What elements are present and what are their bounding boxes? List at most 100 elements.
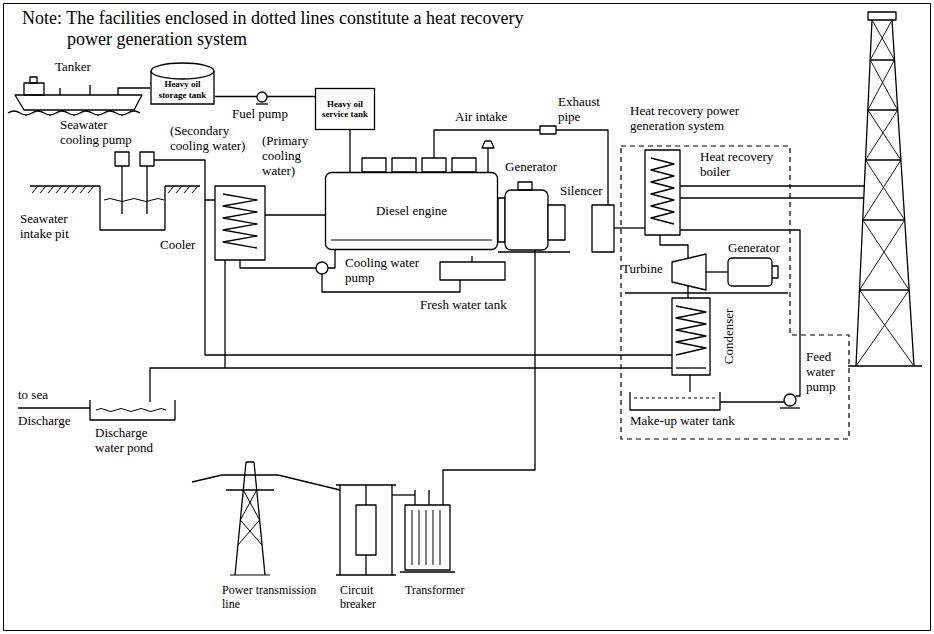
silencer-symbol — [614, 227, 645, 228]
pipe-connector — [349, 130, 350, 172]
heat-recovery-boiler-symbol — [645, 150, 864, 235]
part-label: (Primary cooling water) — [262, 134, 322, 179]
tanker-ship — [8, 77, 142, 115]
engine-heads — [362, 158, 386, 172]
fuel-pump-symbol — [256, 103, 268, 104]
silencer-symbol — [592, 205, 614, 252]
fresh-water-tank-symbol — [440, 262, 505, 280]
silencer-symbol — [592, 205, 645, 252]
node-text-box: Heavy oil storage tank — [154, 79, 211, 100]
discharge-water-pond — [90, 400, 175, 420]
air-intake — [482, 141, 494, 172]
stack-tower — [848, 60, 922, 366]
tanker-ship — [30, 77, 37, 83]
transformer-symbol — [400, 571, 455, 572]
plant-illustration — [4, 4, 931, 631]
part-label: Heat recovery boiler — [700, 150, 785, 180]
engine-body: Diesel engine — [325, 172, 498, 250]
fresh-water-tank-symbol — [471, 256, 472, 262]
part-label: Turbine — [622, 262, 670, 277]
generator-symbol — [498, 182, 570, 252]
part-label: Generator — [728, 241, 790, 256]
stack-tower — [848, 12, 922, 366]
seawater-pumps — [115, 152, 154, 214]
generator-symbol — [498, 251, 570, 252]
part-label: Make-up water tank — [630, 414, 760, 429]
heat-recovery-boiler-symbol — [645, 150, 680, 235]
part-label: Fresh water tank — [420, 298, 520, 313]
condenser-symbol — [672, 298, 710, 392]
tank-outline — [151, 63, 214, 104]
node-text-box: Diesel engine — [333, 204, 490, 219]
note-text: Note: The facilities enclosed in dotted … — [22, 8, 552, 49]
part-label: Air intake — [455, 110, 525, 125]
tanker-ship — [60, 85, 90, 95]
part-label: Seawater cooling pump — [60, 118, 142, 148]
engine-heads — [452, 158, 476, 172]
part-label: Feed water pump — [806, 350, 846, 395]
intake-pit — [100, 186, 165, 230]
fuel-pipe — [118, 88, 150, 95]
electric-wire — [443, 250, 535, 490]
heat-recovery-boiler-symbol — [651, 158, 674, 224]
seawater-pumps — [122, 166, 147, 214]
seawater-pipe — [154, 160, 672, 355]
tanker-ship — [15, 95, 142, 110]
part-label: Fuel pump — [232, 107, 302, 122]
system-region-outline — [621, 146, 849, 439]
transformer-symbol — [400, 490, 455, 572]
make-up-water-tank-symbol — [720, 401, 784, 402]
dotted-boundary — [621, 146, 849, 439]
turbine-generator-symbol — [772, 266, 778, 278]
part-label: Exhaust pipe — [558, 95, 606, 125]
node-text: Heavy oil storage tank — [154, 79, 211, 100]
tanker-ship — [24, 83, 44, 95]
part-label: Power transmission line — [222, 584, 326, 612]
seawater-pumps — [115, 152, 129, 166]
storage-tank-outline — [151, 63, 214, 104]
stack-tower — [856, 20, 914, 366]
electric-wire — [392, 494, 415, 495]
transmission-tower — [230, 490, 270, 575]
feed-water-pump-symbol — [680, 230, 800, 396]
node-text: Heat recovery power generation system — [630, 104, 790, 134]
part-label: Cooling water pump — [345, 256, 437, 286]
ground-hatch — [30, 186, 200, 193]
engine-heads — [422, 158, 446, 172]
part-label: Tanker — [55, 60, 115, 75]
circuit-breaker-symbol — [336, 485, 396, 575]
intake-pit — [104, 199, 164, 202]
engine-outline — [331, 240, 492, 241]
intake-pit — [100, 186, 165, 230]
frame — [4, 4, 931, 631]
part-label: Generator — [505, 160, 575, 175]
cooling-water-pump-symbol — [316, 262, 328, 274]
node-text-box: Heavy oil service tank — [319, 99, 371, 120]
part-label: Silencer — [560, 184, 606, 199]
part-label: Circuit breaker — [340, 584, 396, 612]
node-text: Heavy oil service tank — [319, 99, 371, 120]
exhaust-pipe — [540, 126, 556, 134]
discharge-water-pond — [96, 409, 166, 412]
air-intake — [482, 141, 494, 172]
seawater-pumps — [140, 152, 154, 166]
fuel-pump-symbol — [257, 92, 267, 102]
engine-outline — [326, 173, 498, 250]
condenser-symbol — [689, 375, 690, 392]
turbine-generator-symbol — [625, 292, 788, 293]
frame — [4, 4, 931, 631]
part-label: Transformer — [405, 584, 485, 598]
circuit-breaker-symbol — [365, 485, 366, 575]
feed-water-pump-symbol — [784, 394, 796, 406]
electric-wire — [192, 250, 535, 495]
condenser-symbol — [676, 367, 706, 368]
service-tank: Heavy oil service tank — [315, 88, 375, 130]
cooler-symbol — [215, 186, 265, 260]
tanker-ship — [8, 111, 140, 115]
turbine-generator-symbol — [706, 271, 728, 272]
fuel-pump-symbol — [256, 92, 268, 104]
transformer-symbol — [405, 505, 450, 570]
node-text: Diesel engine — [333, 204, 490, 219]
